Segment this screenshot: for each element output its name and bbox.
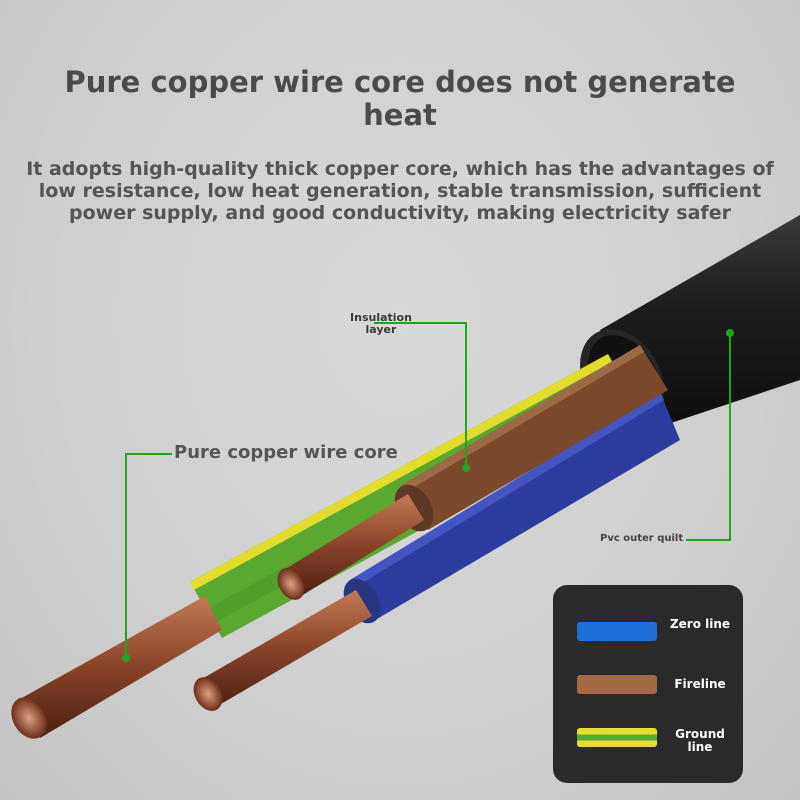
ground-line-swatch: [577, 728, 657, 747]
core-callout-line: [125, 453, 172, 658]
page-title: Pure copper wire core does not generate …: [64, 65, 736, 132]
zero-line-label: Zero line: [669, 617, 731, 631]
fireline-swatch: [577, 675, 657, 694]
core-marker-dot: [122, 654, 130, 662]
zero-line-swatch: [577, 622, 657, 641]
zero-conductor: [193, 392, 680, 711]
ground-line-label: Ground line: [675, 727, 725, 754]
callout-lines: [125, 322, 731, 658]
pvc-outer-label: Pvc outer quilt: [600, 533, 684, 544]
pvc-marker-dot: [726, 329, 734, 337]
fire-conductor: [277, 345, 668, 600]
insulation-callout-line: [374, 322, 467, 468]
fireline-label: Fireline: [674, 677, 726, 691]
pvc-callout-line: [686, 333, 731, 541]
copper-core-label: Pure copper wire core: [174, 442, 398, 463]
wire-color-legend: Zero line Fireline Ground line: [553, 585, 743, 783]
insulation-marker-dot: [462, 464, 470, 472]
insulation-layer-label: Insulation layer: [350, 311, 412, 336]
page-subtitle: It adopts high-quality thick copper core…: [26, 158, 774, 224]
